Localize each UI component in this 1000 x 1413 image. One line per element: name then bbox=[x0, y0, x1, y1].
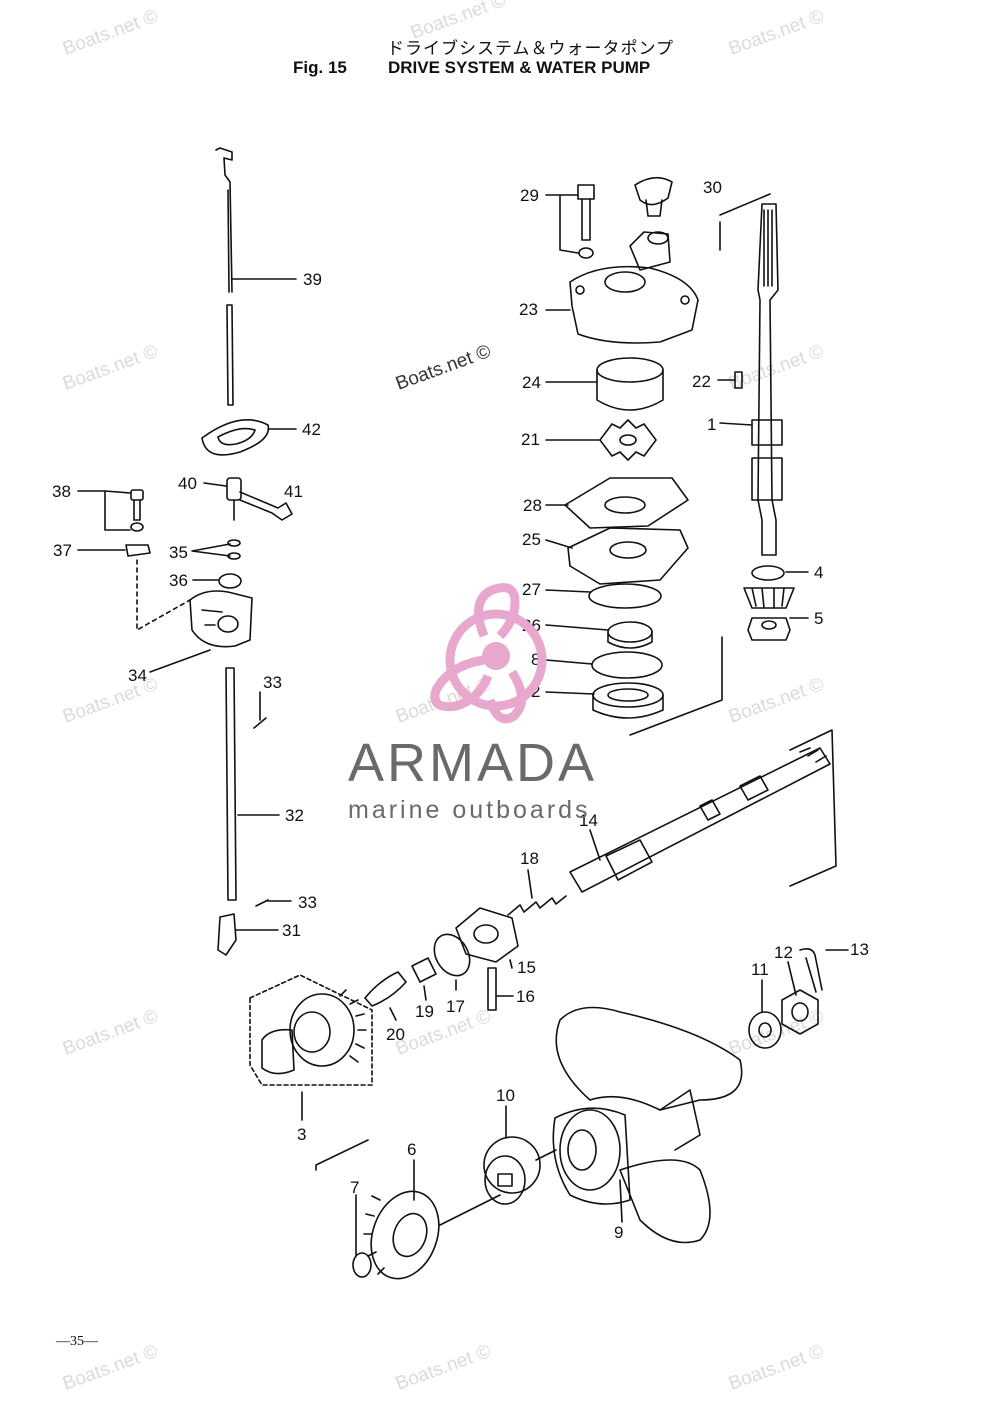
callout: 33 bbox=[298, 893, 317, 912]
callout: 14 bbox=[579, 811, 598, 830]
figure-label: Fig. 15 bbox=[293, 58, 347, 77]
callout: 29 bbox=[520, 186, 539, 205]
seal-ring bbox=[591, 651, 663, 679]
woodruff-key bbox=[734, 371, 743, 389]
title-japanese: ドライブシステム＆ウォータポンプ bbox=[387, 39, 674, 58]
callout: 30 bbox=[703, 178, 722, 197]
callout: 22 bbox=[692, 372, 711, 391]
callout: 3 bbox=[297, 1125, 306, 1144]
bearing bbox=[607, 621, 653, 649]
callout-labels: 1 2 3 4 5 6 7 8 9 10 11 12 13 14 15 16 1… bbox=[52, 178, 869, 1242]
callout: 40 bbox=[178, 474, 197, 493]
plunger bbox=[364, 971, 407, 1007]
pump-housing bbox=[569, 231, 699, 344]
callout: 37 bbox=[53, 541, 72, 560]
callout: 17 bbox=[446, 997, 465, 1016]
logo-name: ARMADA bbox=[348, 733, 598, 793]
pins bbox=[253, 717, 269, 907]
grommet bbox=[201, 418, 270, 456]
callout: 19 bbox=[415, 1002, 434, 1021]
drive-shaft bbox=[751, 203, 783, 556]
plunger-sleeve bbox=[411, 957, 437, 983]
cotter-pin bbox=[799, 948, 823, 993]
callout: 42 bbox=[302, 420, 321, 439]
shift-rod-lower bbox=[225, 667, 237, 901]
callout: 32 bbox=[285, 806, 304, 825]
shift-arm bbox=[226, 477, 293, 521]
callout: 1 bbox=[707, 415, 716, 434]
callout: 16 bbox=[516, 987, 535, 1006]
thrust-washer bbox=[352, 1252, 372, 1278]
callout: 36 bbox=[169, 571, 188, 590]
callout: 15 bbox=[517, 958, 536, 977]
retaining-ring bbox=[433, 933, 471, 977]
callout: 20 bbox=[386, 1025, 405, 1044]
bearing-housing bbox=[592, 682, 664, 719]
nut bbox=[747, 617, 791, 641]
o-ring bbox=[588, 583, 662, 609]
spring bbox=[507, 895, 567, 916]
gasket-plate bbox=[564, 477, 689, 529]
shift-rod-upper bbox=[215, 147, 234, 406]
title-english: DRIVE SYSTEM & WATER PUMP bbox=[388, 58, 651, 77]
callout: 7 bbox=[350, 1178, 359, 1197]
callout: 31 bbox=[282, 921, 301, 940]
callout: 4 bbox=[814, 563, 823, 582]
callout: 39 bbox=[303, 270, 322, 289]
callout: 21 bbox=[521, 430, 540, 449]
washers bbox=[218, 539, 242, 589]
callout: 12 bbox=[774, 943, 793, 962]
propeller bbox=[552, 1006, 743, 1244]
bolt bbox=[577, 184, 595, 259]
impeller bbox=[599, 419, 657, 461]
thrust-hub bbox=[483, 1136, 541, 1205]
screw-and-clip bbox=[125, 489, 191, 631]
impeller-liner bbox=[596, 357, 664, 411]
armada-logo-icon bbox=[430, 583, 547, 724]
pinion-gear bbox=[743, 565, 795, 609]
callout: 13 bbox=[850, 940, 869, 959]
reverse-gear bbox=[363, 1190, 440, 1280]
callout: 5 bbox=[814, 609, 823, 628]
callout: 41 bbox=[284, 482, 303, 501]
page-number: —35— bbox=[56, 1334, 98, 1349]
callout: 35 bbox=[169, 543, 188, 562]
pump-base bbox=[567, 527, 689, 585]
callout: 9 bbox=[614, 1223, 623, 1242]
logo-tagline: marine outboards bbox=[348, 796, 591, 824]
shift-cam bbox=[217, 913, 237, 956]
callout: 27 bbox=[522, 580, 541, 599]
callout: 6 bbox=[407, 1140, 416, 1159]
prop-washer bbox=[748, 1011, 782, 1049]
callout: 33 bbox=[263, 673, 282, 692]
forward-gear bbox=[249, 974, 373, 1086]
propeller-shaft bbox=[569, 747, 831, 893]
callout: 28 bbox=[523, 496, 542, 515]
tube-grommet bbox=[634, 176, 673, 217]
castle-nut bbox=[781, 989, 819, 1035]
callout: 10 bbox=[496, 1086, 515, 1105]
callout: 24 bbox=[522, 373, 541, 392]
cross-pin bbox=[487, 967, 497, 1011]
callout: 23 bbox=[519, 300, 538, 319]
clutch-dog bbox=[455, 907, 519, 963]
callout: 11 bbox=[751, 960, 769, 979]
callout: 2 bbox=[531, 682, 540, 701]
shift-housing bbox=[189, 590, 253, 648]
callout: 38 bbox=[52, 482, 71, 501]
callout: 34 bbox=[128, 666, 147, 685]
callout: 8 bbox=[531, 650, 540, 669]
callout: 18 bbox=[520, 849, 539, 868]
callout: 25 bbox=[522, 530, 541, 549]
